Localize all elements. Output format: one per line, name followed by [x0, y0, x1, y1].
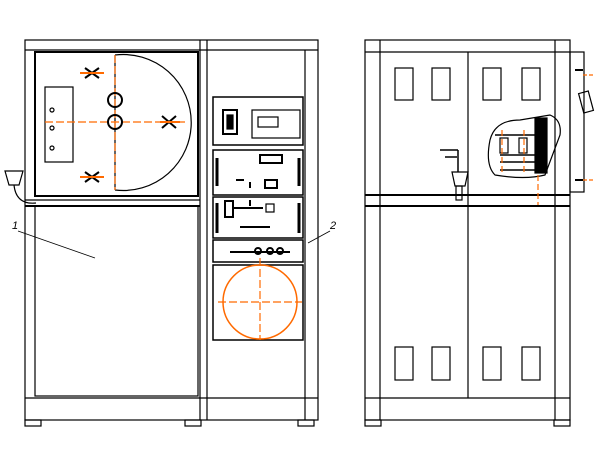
callout-2: 2 — [329, 220, 336, 232]
funnel-icon — [451, 171, 469, 187]
control-panel-2 — [212, 196, 304, 239]
viewport — [107, 114, 123, 130]
control-panel-3 — [212, 239, 304, 263]
hose — [13, 184, 37, 204]
funnel-icon — [4, 170, 24, 186]
vent-windows — [394, 67, 541, 381]
clamp-icon — [160, 115, 180, 129]
side-attachment — [569, 51, 585, 193]
viewport — [107, 92, 123, 108]
clamp-icon — [80, 67, 104, 79]
display — [251, 109, 301, 139]
foot — [184, 419, 202, 427]
control-panel-1 — [212, 149, 304, 196]
clamp-icon — [80, 171, 104, 183]
leader-line-1 — [17, 230, 96, 259]
hinge-plate — [44, 86, 74, 163]
foot — [297, 419, 315, 427]
leader-line-2 — [307, 230, 331, 244]
power-panel — [212, 96, 304, 146]
lower-door — [34, 205, 199, 397]
cutaway-section — [487, 114, 561, 179]
chamber-frame — [34, 51, 199, 197]
side-cabinet-outline — [364, 39, 571, 421]
side-view — [364, 39, 595, 427]
front-view — [4, 39, 331, 427]
chamber-door-circle — [114, 53, 192, 192]
callout-1: 1 — [12, 220, 18, 232]
indicator — [259, 154, 283, 164]
power-switch[interactable] — [222, 109, 238, 135]
front-cabinet-outline — [24, 39, 319, 421]
foot — [24, 419, 42, 427]
